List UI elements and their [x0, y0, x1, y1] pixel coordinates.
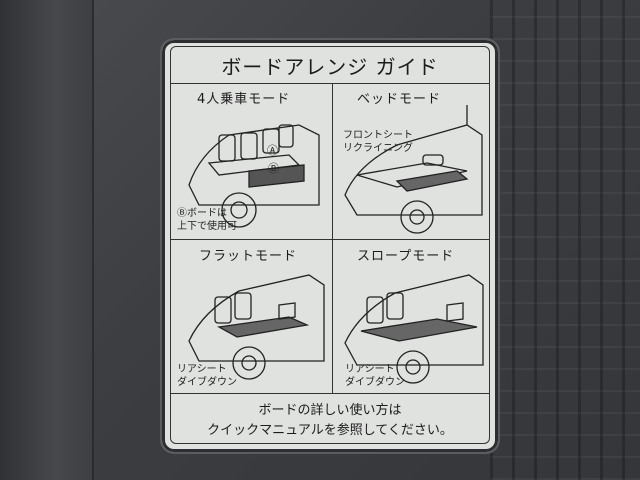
footer-line-1: ボードの詳しい使い方は — [258, 403, 402, 418]
note-flat-line2: ダイブダウン — [177, 377, 237, 388]
sticker-title: ボードアレンジ ガイド — [221, 55, 439, 79]
sticker-frame: ボードアレンジ ガイド 4人乗車モード Ⓐ Ⓑ — [170, 46, 490, 444]
note-4-seat-line1: Ⓑボードは — [177, 208, 227, 219]
note-flat-line1: リアシート — [177, 364, 227, 375]
footer-divider — [171, 393, 489, 394]
note-slope-line2: ダイブダウン — [345, 377, 405, 388]
bed-mode-illustration — [344, 105, 483, 234]
grid-horizontal-divider — [171, 239, 489, 240]
title-divider — [171, 83, 489, 84]
mode-title-bed: ベッドモード — [357, 92, 442, 107]
footer-line-2: クイックマニュアルを参照してください。 — [207, 423, 453, 438]
arrangement-guide-sticker: ボードアレンジ ガイド 4人乗車モード Ⓐ Ⓑ — [160, 38, 500, 454]
mode-title-flat: フラットモード — [199, 249, 298, 264]
note-slope-line1: リアシート — [345, 364, 395, 375]
slope-mode-illustration — [344, 274, 484, 384]
trim-edge — [0, 0, 94, 480]
mode-title-slope: スロープモード — [357, 249, 455, 264]
4-seat-mode-illustration — [188, 124, 320, 228]
board-mark-b: Ⓑ — [268, 162, 279, 175]
ribbed-texture — [490, 0, 640, 480]
note-4-seat-line2: 上下で使用可 — [177, 221, 237, 232]
board-mark-a: Ⓐ — [267, 144, 278, 157]
grid-vertical-divider — [332, 83, 333, 393]
flat-mode-illustration — [188, 274, 325, 380]
mode-title-4-seat: 4人乗車モード — [197, 92, 291, 107]
note-bed-line1: フロントシート — [343, 130, 413, 141]
note-bed-line2: リクライニング — [343, 143, 413, 154]
